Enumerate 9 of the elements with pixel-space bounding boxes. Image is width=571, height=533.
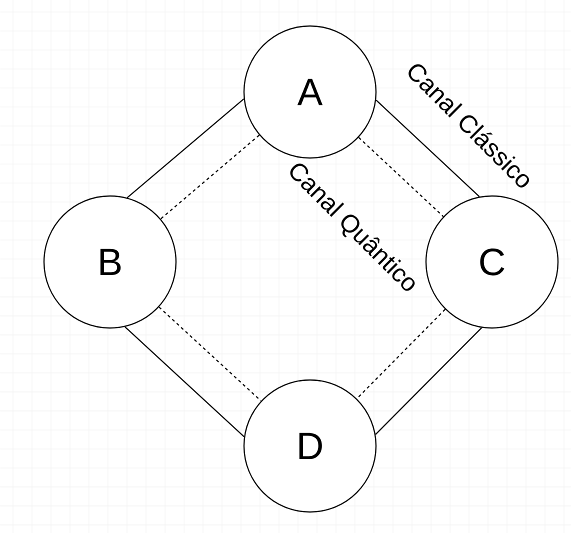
connector-line bbox=[356, 308, 446, 400]
connector-line bbox=[124, 326, 244, 438]
connector-line bbox=[376, 100, 480, 198]
connector-line bbox=[358, 137, 444, 217]
connector-line bbox=[158, 306, 262, 402]
connector-line bbox=[375, 327, 482, 435]
connector-line bbox=[160, 134, 260, 220]
node-label: C bbox=[480, 248, 504, 276]
connector-line bbox=[126, 98, 244, 198]
